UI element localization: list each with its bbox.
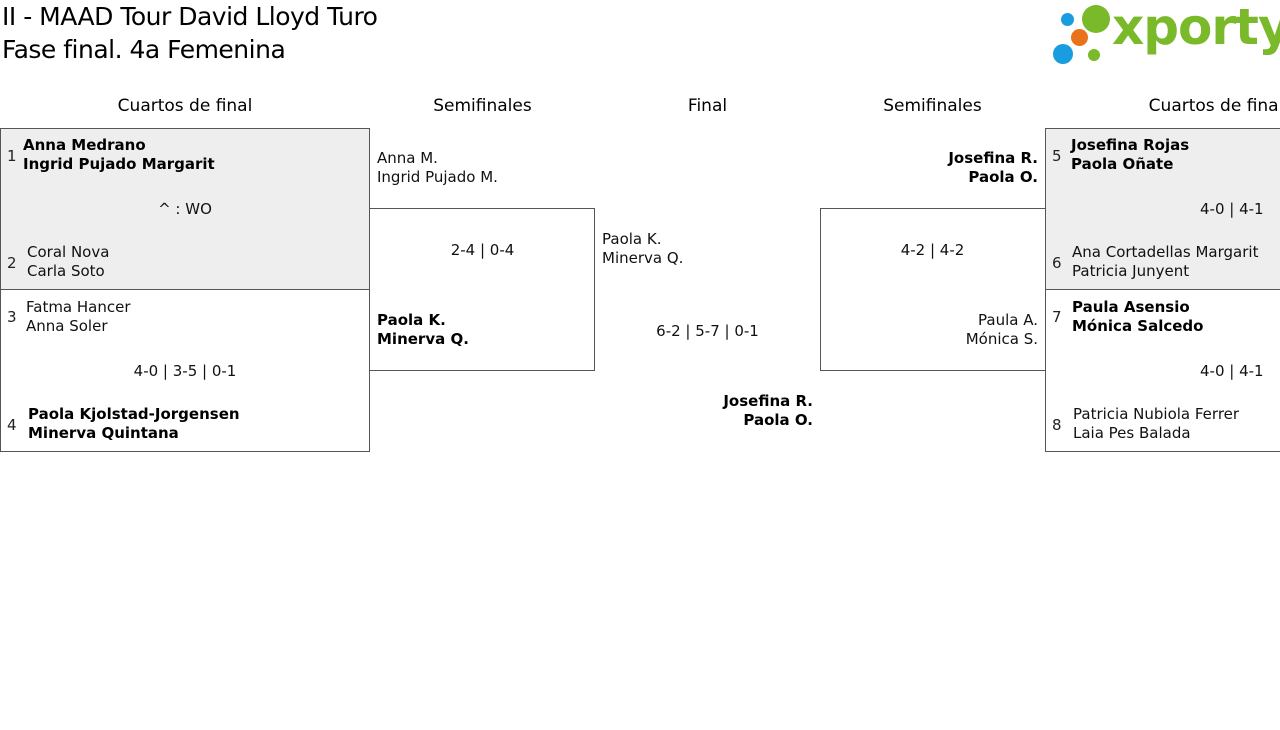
team-entry[interactable]: Josefina R. Paola O. (595, 392, 813, 430)
team-entry[interactable]: Paula A. Mónica S. (820, 311, 1038, 349)
player-name: Paula Asensio (1072, 298, 1190, 316)
player-name: Paola K. (377, 311, 446, 329)
match-right-qf-1[interactable] (1045, 128, 1280, 290)
player-name: Carla Soto (27, 262, 105, 280)
player-name: Ingrid Pujado M. (377, 168, 498, 186)
logo-dot-blue-large-icon (1053, 44, 1073, 64)
team-entry[interactable]: Paula Asensio Mónica Salcedo (1072, 298, 1203, 336)
round-header-right-quarterfinals: Cuartos de final (1148, 96, 1280, 116)
logo-wordmark: xporty (1112, 0, 1280, 56)
player-name: Paola O. (743, 411, 813, 429)
team-entry[interactable]: Josefina Rojas Paola Oñate (1071, 136, 1189, 174)
player-name: Josefina R. (948, 149, 1038, 167)
player-name: Josefina R. (723, 392, 813, 410)
team-entry[interactable]: Paola K. Minerva Q. (602, 230, 683, 268)
player-name: Anna M. (377, 149, 438, 167)
team-entry[interactable]: Coral Nova Carla Soto (27, 243, 109, 281)
player-name: Fatma Hancer (26, 298, 131, 316)
player-name: Anna Soler (26, 317, 108, 335)
seed-number: 6 (1052, 254, 1062, 272)
tournament-title: II - MAAD Tour David Lloyd Turo (2, 2, 378, 31)
player-name: Paula A. (978, 311, 1038, 329)
match-left-qf-1[interactable] (0, 128, 370, 290)
player-name: Laia Pes Balada (1073, 424, 1191, 442)
match-score: 6-2 | 5-7 | 0-1 (656, 322, 759, 340)
seed-number: 5 (1052, 147, 1062, 165)
match-score: 4-0 | 3-5 | 0-1 (133, 362, 237, 380)
team-entry[interactable]: Patricia Nubiola Ferrer Laia Pes Balada (1073, 405, 1239, 443)
match-score: 4-0 | 4-1 (1200, 200, 1264, 218)
team-entry[interactable]: Josefina R. Paola O. (820, 149, 1038, 187)
seed-number: 1 (7, 147, 17, 165)
player-name: Minerva Q. (602, 249, 684, 267)
player-name: Paola Kjolstad-Jorgensen (28, 405, 240, 423)
player-name: Josefina Rojas (1071, 136, 1190, 154)
team-entry[interactable]: Anna M. Ingrid Pujado M. (377, 149, 498, 187)
match-score: ^ : WO (158, 200, 212, 218)
match-score: 4-2 | 4-2 (900, 241, 965, 259)
logo-dot-green-icon (1082, 5, 1110, 33)
player-name: Paola K. (602, 230, 662, 248)
seed-number: 8 (1052, 416, 1062, 434)
seed-number: 4 (7, 416, 17, 434)
team-entry[interactable]: Paola K. Minerva Q. (377, 311, 469, 349)
seed-number: 3 (7, 308, 17, 326)
seed-number: 7 (1052, 308, 1062, 326)
team-entry[interactable]: Paola Kjolstad-Jorgensen Minerva Quintan… (28, 405, 240, 443)
player-name: Ana Cortadellas Margarit (1072, 243, 1259, 261)
logo-dot-green-small-icon (1088, 49, 1100, 61)
team-entry[interactable]: Fatma Hancer Anna Soler (26, 298, 131, 336)
round-header-left-semifinals: Semifinales (433, 96, 532, 116)
round-header-right-semifinals: Semifinales (883, 96, 982, 116)
player-name: Anna Medrano (23, 136, 146, 154)
round-header-left-quarterfinals: Cuartos de final (117, 96, 253, 116)
team-entry[interactable]: Anna Medrano Ingrid Pujado Margarit (23, 136, 215, 174)
logo-dot-blue-icon (1061, 13, 1074, 26)
player-name: Coral Nova (27, 243, 110, 261)
phase-title: Fase final. 4a Femenina (2, 35, 286, 64)
player-name: Paola Oñate (1071, 155, 1174, 173)
seed-number: 2 (7, 254, 17, 272)
match-right-qf-2[interactable] (1045, 289, 1280, 452)
player-name: Patricia Nubiola Ferrer (1073, 405, 1240, 423)
player-name: Minerva Q. (377, 330, 469, 348)
match-score: 4-0 | 4-1 (1200, 362, 1264, 380)
match-score: 2-4 | 0-4 (450, 241, 515, 259)
player-name: Mónica S. (965, 330, 1038, 348)
player-name: Mónica Salcedo (1072, 317, 1204, 335)
player-name: Ingrid Pujado Margarit (23, 155, 215, 173)
match-left-semifinal[interactable] (369, 208, 595, 371)
round-header-final: Final (687, 96, 728, 116)
player-name: Minerva Quintana (28, 424, 179, 442)
team-entry[interactable]: Ana Cortadellas Margarit Patricia Junyen… (1072, 243, 1258, 281)
logo-dot-orange-icon (1071, 29, 1088, 46)
player-name: Patricia Junyent (1072, 262, 1190, 280)
xporty-logo[interactable]: xporty (1052, 0, 1280, 66)
player-name: Paola O. (968, 168, 1038, 186)
